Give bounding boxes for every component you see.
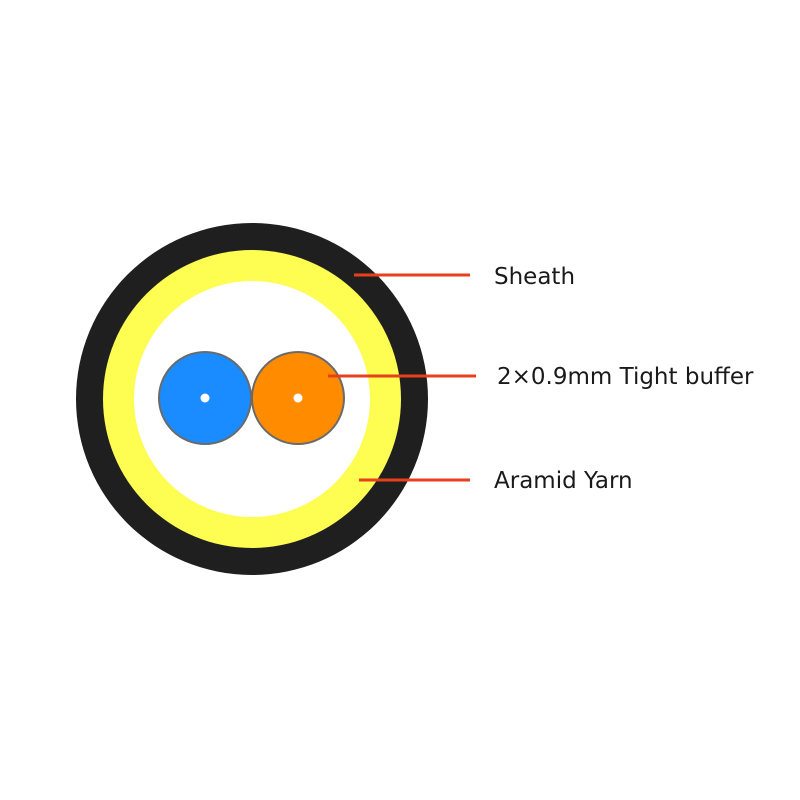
tight-buffer-label: 2×0.9mm Tight buffer [497,364,754,390]
aramid-yarn-label: Aramid Yarn [494,468,633,494]
labels: Sheath 2×0.9mm Tight buffer Aramid Yarn [494,264,754,494]
fiber-orange-core [293,393,303,403]
cable-cross-section [76,223,428,575]
leader-lines [328,273,476,482]
tight-buffer-fiber-orange [251,351,345,445]
fiber-blue-core [200,393,210,403]
tight-buffer-fiber-blue [158,351,252,445]
sheath-label: Sheath [494,264,575,290]
